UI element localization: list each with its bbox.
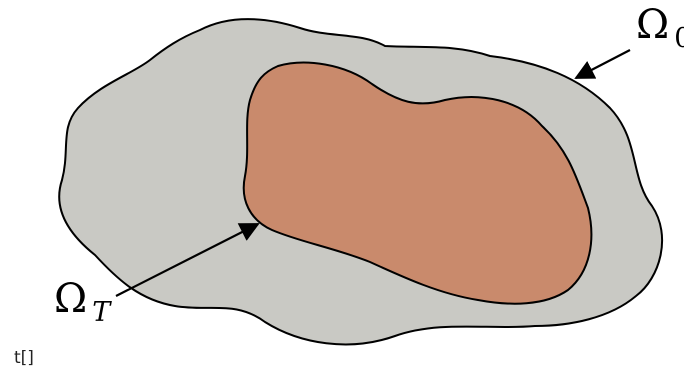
inner-region-label: Ω T	[54, 276, 112, 328]
inner-region-subscript: T	[92, 297, 112, 328]
outer-region-label: Ω 0	[636, 2, 684, 54]
outer-region-symbol: Ω	[636, 2, 669, 48]
caption-text: t[]	[14, 348, 34, 368]
outer-region-subscript: 0	[674, 23, 684, 54]
outer-region-arrow	[576, 50, 630, 78]
inner-region-symbol: Ω	[54, 276, 87, 322]
